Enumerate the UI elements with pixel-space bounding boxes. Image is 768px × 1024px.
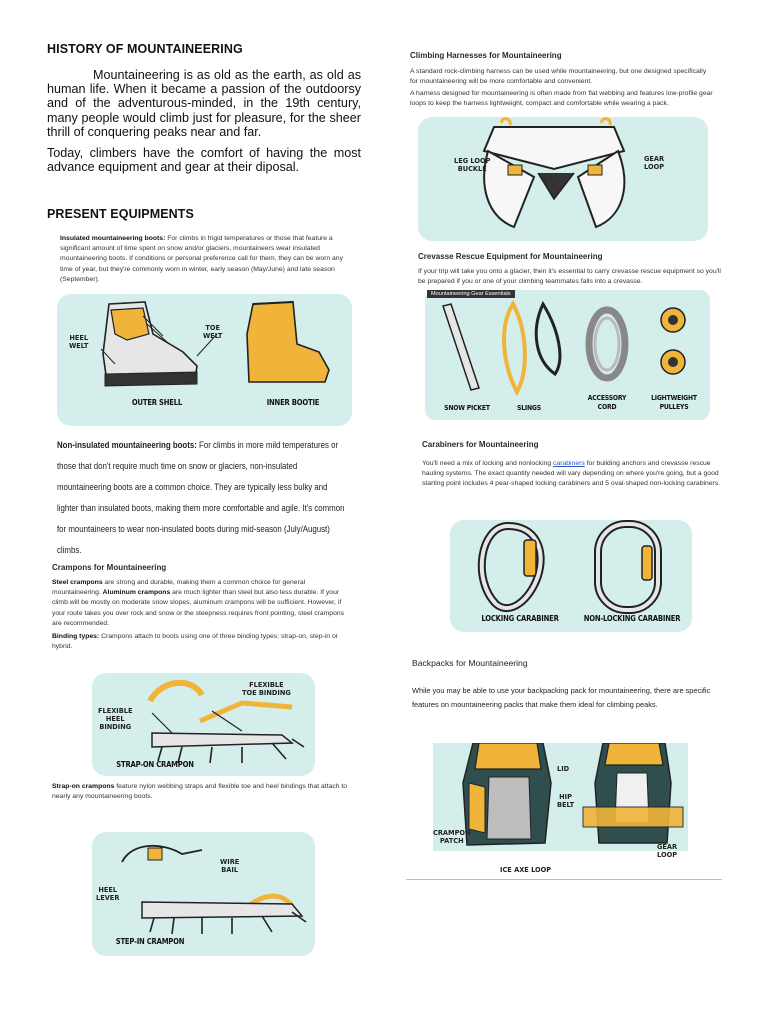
carabiners-drawing	[477, 520, 662, 614]
crevasse-text: If your trip will take you onto a glacie…	[418, 268, 721, 286]
binding-types-text: Binding types: Crampons attach to boots …	[52, 632, 348, 652]
boots-illustration: HEEL WELT TOE WELT OUTER SHELL INNER BOO…	[57, 294, 352, 426]
crevasse-drawing	[442, 299, 686, 397]
steel-crampons-label: Steel crampons	[52, 579, 103, 586]
harness-paragraph-2: A harness designed for mountaineering is…	[410, 90, 713, 108]
non-insulated-boots-label: Non-insulated mountaineering boots:	[57, 440, 197, 451]
toe-welt-label: TOE WELT	[203, 324, 223, 340]
step-in-crampon-illustration: WIRE BAIL HEEL LEVER STEP-IN CRAMPON	[92, 832, 315, 956]
step-in-crampon-caption: STEP-IN CRAMPON	[115, 937, 185, 946]
aluminum-crampons-label: Aluminum crampons	[102, 589, 171, 597]
accessory-cord-caption: ACCESSORY CORD	[587, 394, 627, 411]
insulated-boots-text: Insulated mountaineering boots: For clim…	[60, 234, 350, 285]
gear-essentials-tag: Mountaineering Gear Essentials	[427, 290, 515, 298]
crevasse-illustration: Mountaineering Gear Essentials SNOW PICK…	[425, 290, 710, 420]
carabiners-text-start: You'll need a mix of locking and nonlock…	[422, 460, 554, 467]
carabiners-link[interactable]: carabiners	[553, 460, 585, 467]
boots-drawing	[100, 301, 330, 387]
crevasse-title: Crevasse Rescue Equipment for Mountainee…	[418, 252, 603, 261]
slings-caption: SLINGS	[517, 404, 541, 412]
harness-title: Climbing Harnesses for Mountaineering	[410, 51, 562, 60]
backpacks-title: Backpacks for Mountaineering	[412, 658, 528, 668]
carabiners-text-end: for building anchors and crevasse rescue…	[422, 460, 721, 488]
strap-on-crampons-text: Strap-on crampons feature nylon webbing …	[52, 782, 352, 802]
lid-label: LID	[557, 765, 570, 773]
crampons-text: Steel crampons are strong and durable, m…	[52, 578, 348, 629]
strap-on-crampon-caption: STRAP-ON CRAMPON	[116, 760, 194, 769]
step-in-crampon-drawing	[121, 844, 307, 935]
non-insulated-boots-body: For climbs in more mild temperatures or …	[57, 440, 345, 556]
lightweight-pulleys-caption: LIGHTWEIGHT PULLEYS	[651, 394, 697, 411]
heel-welt-label: HEEL WELT	[69, 334, 89, 350]
harness-paragraph-1: A standard rock-climbing harness can be …	[410, 68, 707, 86]
today-paragraph: Today, climbers have the comfort of havi…	[47, 146, 361, 175]
bottom-divider	[406, 879, 722, 880]
present-equipments-title: PRESENT EQUIPMENTS	[47, 207, 194, 221]
crampon-patch-label: CRAMPON PATCH	[433, 829, 471, 845]
history-paragraph: Mountaineering is as old as the earth, a…	[47, 68, 361, 139]
harness-illustration: LEG LOOP BUCKLE GEAR LOOP	[418, 117, 708, 241]
non-insulated-boots-text: Non-insulated mountaineering boots: For …	[57, 435, 346, 561]
hip-belt-label: HIP BELT	[557, 793, 575, 809]
history-title: HISTORY OF MOUNTAINEERING	[47, 42, 243, 56]
ice-axe-loop-label: ICE AXE LOOP	[500, 866, 552, 874]
carabiners-title: Carabiners for Mountaineering	[422, 440, 539, 449]
backpack-illustration: LID HIP BELT CRAMPON PATCH GEAR LOOP	[433, 743, 688, 859]
backpack-drawing	[462, 743, 684, 846]
insulated-boots-body: For climbs in frigid temperatures or tho…	[60, 235, 343, 283]
inner-bootie-shape	[246, 301, 330, 383]
flexible-heel-binding-label: FLEXIBLE HEEL BINDING	[98, 707, 133, 731]
strap-on-crampons-body: feature nylon webbing straps and flexibl…	[52, 783, 348, 801]
aluminum-crampons-body: are much lighter than steel but also les…	[52, 589, 345, 627]
steel-crampons-body: are strong and durable, making them a co…	[52, 579, 306, 597]
binding-types-body: Crampons attach to boots using one of th…	[52, 633, 338, 651]
non-locking-carabiner-caption: NON-LOCKING CARABINER	[583, 614, 681, 623]
strap-on-crampon-illustration: FLEXIBLE TOE BINDING FLEXIBLE HEEL BINDI…	[92, 673, 315, 776]
carabiners-text: You'll need a mix of locking and nonlock…	[422, 459, 722, 490]
carabiners-illustration: LOCKING CARABINER NON-LOCKING CARABINER	[450, 520, 692, 632]
insulated-boots-label: Insulated mountaineering boots:	[60, 235, 166, 242]
inner-bootie-caption: INNER BOOTIE	[266, 398, 320, 407]
leg-loop-buckle-label: LEG LOOP BUCKLE	[454, 157, 491, 173]
wire-bail-label: WIRE BAIL	[220, 858, 240, 874]
backpack-gear-loop-label: GEAR LOOP	[657, 843, 678, 859]
harness-drawing	[482, 117, 626, 229]
heel-lever-label: HEEL LEVER	[96, 886, 120, 902]
outer-shell-caption: OUTER SHELL	[131, 398, 183, 407]
snow-picket-caption: SNOW PICKET	[444, 404, 490, 412]
strap-on-crampon-drawing	[147, 679, 305, 764]
crampons-title: Crampons for Mountaineering	[52, 563, 167, 572]
backpacks-text: While you may be able to use your backpa…	[412, 686, 711, 709]
gear-loop-label: GEAR LOOP	[644, 155, 665, 171]
strap-on-crampons-label: Strap-on crampons	[52, 783, 115, 790]
flexible-toe-binding-label: FLEXIBLE TOE BINDING	[242, 681, 291, 697]
binding-types-label: Binding types:	[52, 633, 100, 640]
locking-carabiner-caption: LOCKING CARABINER	[481, 614, 559, 623]
